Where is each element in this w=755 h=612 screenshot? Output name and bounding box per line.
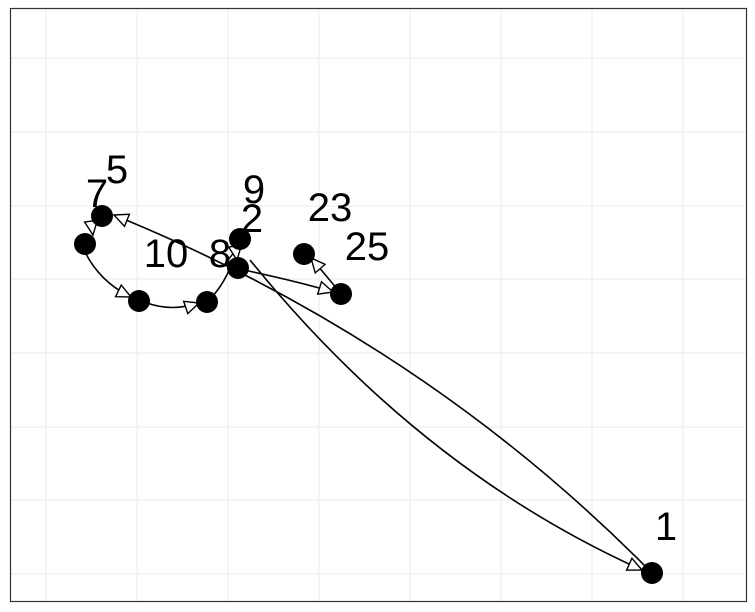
node-8: [196, 291, 218, 313]
node-label-9: 9: [243, 168, 265, 212]
node-label-10: 10: [144, 232, 189, 276]
node-5: [91, 205, 113, 227]
node-1: [641, 562, 663, 584]
node-label-25: 25: [345, 225, 390, 269]
node-23: [293, 243, 315, 265]
node-9: [227, 257, 249, 279]
node-25: [330, 283, 352, 305]
nodes: [74, 205, 663, 584]
arrowhead-25-to-23: [309, 256, 327, 275]
edge-23-to-1: [249, 259, 643, 571]
edge-1-to-5: [113, 214, 646, 567]
node-label-23: 23: [308, 186, 353, 230]
node-7: [74, 233, 96, 255]
node-label-1: 1: [655, 505, 677, 549]
arrowhead-10-to-8: [182, 300, 201, 315]
arrowhead-23-to-1: [625, 557, 644, 571]
node-label-2: 2: [241, 197, 263, 241]
arrowhead-9-to-25: [316, 280, 335, 296]
node-label-8: 8: [209, 232, 231, 276]
node-10: [128, 290, 150, 312]
arrowhead-5-to-7: [83, 219, 99, 237]
grid: [11, 9, 746, 601]
arrowhead-7-to-10: [114, 283, 133, 298]
node-label-5: 5: [106, 148, 128, 192]
node-label-7: 7: [86, 172, 108, 216]
plot-frame: [9, 7, 748, 603]
arrowhead-1-to-5: [112, 213, 131, 228]
node-2: [229, 228, 251, 250]
